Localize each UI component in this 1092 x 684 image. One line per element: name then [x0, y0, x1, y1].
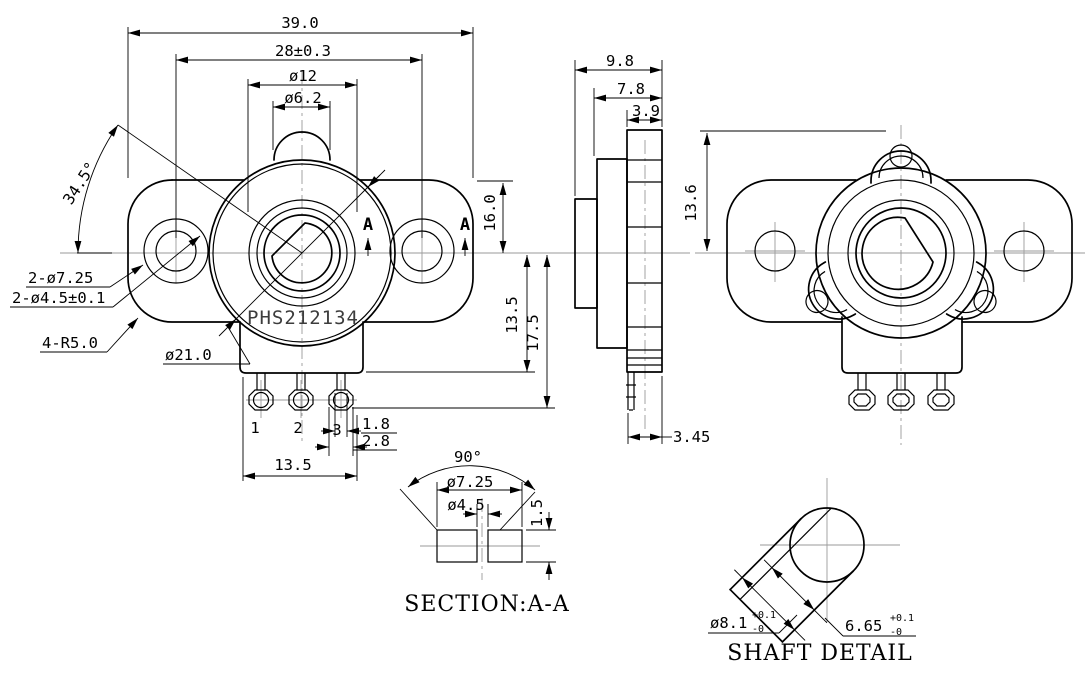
side-dim-7-8: 7.8	[593, 80, 662, 156]
side-view: 9.8 7.8 3.9 3.45	[558, 52, 710, 446]
shaft-dim-flat: 6.65 +0.1 -0	[824, 613, 916, 638]
dim-tab-height: 13.6	[682, 184, 700, 221]
dim-section-thickness: 1.5	[528, 499, 546, 527]
dim-flange-height: 16.0	[481, 194, 499, 231]
front-flange-outline	[127, 179, 474, 323]
dim-bushing-dia: ø12	[289, 67, 317, 85]
dim-shaft-dia-tol-minus: -0	[752, 624, 764, 635]
rear-lower-body	[841, 316, 963, 374]
section-dim-7-25: ø7.25	[436, 473, 523, 527]
dim-slot-dia: 2-ø7.25	[28, 269, 93, 287]
shaft-title: SHAFT DETAIL	[727, 641, 912, 666]
front-dim-pin-widths: 1.8 2.8	[315, 393, 397, 456]
pin-label-1: 1	[250, 419, 259, 437]
section-cut-marks: A A	[363, 215, 470, 256]
dim-shaft-dia: ø8.1	[710, 614, 747, 632]
section-dim-1-5: 1.5	[526, 499, 556, 580]
shaft-centerlines	[760, 478, 900, 622]
dim-shaft-flat-tol-plus: +0.1	[890, 613, 914, 624]
front-label-body-dia: ø21.0	[163, 169, 386, 365]
rear-ear-lower-right	[945, 261, 997, 320]
dim-depth-total: 9.8	[606, 52, 634, 70]
section-view: 90° ø7.25 ø4.5 1.5 SECTION:A-A	[399, 448, 570, 617]
dim-overall-width: 39.0	[281, 14, 318, 32]
shaft-detail: ø8.1 +0.1 -0 6.65 +0.1 -0 SHAFT DETAIL	[708, 478, 916, 666]
dim-center-to-body-bottom: 13.5	[503, 296, 521, 333]
rear-ear-top	[870, 144, 932, 184]
dim-pin-offset: 3.45	[673, 428, 710, 446]
part-number-label: PHS212134	[247, 307, 359, 329]
rear-body	[815, 167, 987, 339]
pin-label-2: 2	[293, 419, 302, 437]
front-dim-13-5-bottom: 13.5	[242, 377, 358, 481]
side-pin	[626, 372, 636, 411]
dim-center-to-pin-shoulder: 17.5	[524, 314, 542, 351]
dim-shaft-dia-tol-plus: +0.1	[752, 610, 776, 621]
front-pin-labels: 1 2 3	[250, 419, 341, 439]
section-title: SECTION:A-A	[404, 592, 570, 617]
rear-hole-right	[1003, 230, 1045, 272]
rear-hole-left	[754, 230, 796, 272]
front-dim-17-5: 17.5	[352, 255, 555, 409]
rear-ear-lower-left	[805, 261, 857, 320]
pin-label-3: 3	[332, 421, 341, 439]
dim-pin-slot-width: 1.8	[362, 415, 390, 433]
dim-body-dia: ø21.0	[165, 346, 212, 364]
front-dim-28: 28±0.3	[175, 42, 423, 238]
section-mark-right: A	[460, 215, 470, 235]
section-washer-left	[436, 529, 478, 563]
front-dim-13-5-right: 13.5	[366, 255, 535, 373]
front-lower-body	[239, 321, 364, 374]
front-centerlines	[60, 70, 560, 445]
dim-depth-rear: 3.9	[632, 102, 660, 120]
front-dim-39: 39.0	[127, 14, 474, 178]
side-outline	[574, 129, 663, 411]
dim-corner-radius: 4-R5.0	[42, 334, 98, 352]
front-label-slot-dia: 2-ø7.25	[26, 264, 144, 288]
front-dim-6-2: ø6.2	[272, 89, 331, 150]
dim-hole-dia: 2-ø4.5±0.1	[12, 289, 105, 307]
side-dim-9-8: 9.8	[574, 52, 663, 196]
dim-chamfer-angle: 90°	[454, 448, 482, 466]
dim-angle: 34.5°	[60, 159, 101, 208]
section-centerlines	[420, 498, 540, 580]
dim-section-outer-dia: ø7.25	[447, 473, 494, 491]
rear-centerlines	[695, 125, 1085, 445]
front-dim-angle: 34.5°	[60, 124, 303, 254]
front-label-corner-radius: 4-R5.0	[40, 317, 139, 353]
dim-pin-hex-width: 2.8	[362, 432, 390, 450]
section-dim-90: 90°	[399, 448, 536, 531]
dim-hole-spacing: 28±0.3	[275, 42, 331, 60]
rear-dim-13-6: 13.6	[682, 130, 886, 251]
dim-shaft-flat-tol-minus: -0	[890, 627, 902, 638]
front-dim-16: 16.0	[477, 180, 513, 253]
section-washer-right	[487, 529, 523, 563]
front-label-hole-dia: 2-ø4.5±0.1	[10, 235, 201, 308]
side-centerlines	[558, 140, 690, 430]
side-dim-3-9: 3.9	[626, 102, 662, 127]
dim-depth-front: 7.8	[617, 80, 645, 98]
dim-section-inner-dia: ø4.5	[447, 496, 484, 514]
rear-pins	[848, 373, 955, 411]
front-shaft-tip	[273, 131, 331, 161]
rear-view: 13.6	[682, 125, 1085, 445]
shaft-dim-dia: ø8.1 +0.1 -0	[708, 610, 798, 635]
dim-shaft-flat: 6.65	[845, 617, 882, 635]
section-dim-4-5: ø4.5	[447, 496, 502, 527]
rear-d-shaft-hole	[861, 216, 934, 291]
shaft-body	[729, 507, 865, 643]
front-pins	[248, 373, 354, 411]
front-view: PHS212134 39.0 28±0.3 ø12 ø6.2	[10, 14, 560, 481]
front-dim-12: ø12	[247, 67, 358, 212]
section-mark-left: A	[363, 215, 373, 235]
dim-shaft-tip-dia: ø6.2	[284, 89, 321, 107]
shaft-flat-line	[739, 507, 832, 600]
dim-body-width: 13.5	[274, 456, 311, 474]
rear-flange-outline	[726, 179, 1073, 323]
side-dim-3-45: 3.45	[627, 376, 710, 446]
